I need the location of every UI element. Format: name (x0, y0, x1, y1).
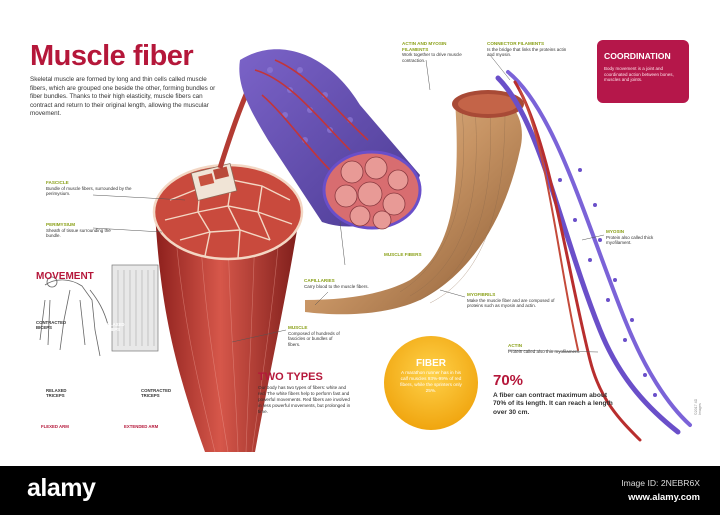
contracted-biceps-label: CONTRACTED BICEPS (36, 320, 67, 331)
label-connector-heading: CONNECTOR FILAMENTS (487, 41, 545, 46)
page-title: Muscle fiber (30, 40, 194, 72)
label-connector: CONNECTOR FILAMENTS Is the bridge that l… (487, 41, 571, 58)
fiber-callout-title: FIBER (416, 358, 446, 369)
percent-callout-title: 70% (493, 372, 524, 389)
coordination-box (597, 40, 689, 103)
watermark-logo: alamy (27, 474, 96, 502)
label-perimysium-heading: PERIMYSIUM (46, 222, 76, 227)
label-myofibrils-text: Make the muscle fiber and are composed o… (467, 297, 555, 309)
muscle-cone (155, 212, 300, 452)
label-perimysium: PERIMYSIUM Sheath of tissue surrounding … (46, 222, 126, 239)
label-actin-myosin-heading: ACTIN AND MYOSIN FILAMENTS (402, 41, 447, 52)
label-connector-text: Is the bridge that links the proteins ac… (487, 46, 567, 58)
infographic-poster: Muscle fiber Skeletal muscle are formed … (30, 40, 702, 453)
label-myofibrils-heading: MYOFIBRILS (467, 292, 496, 297)
coordination-title: COORDINATION (604, 51, 671, 61)
label-actin-myosin-text: Work together to drive muscle contractio… (402, 52, 462, 63)
arm-skeleton-sketch (39, 276, 109, 357)
label-perimysium-text: Sheath of tissue surrounding the bundle. (46, 227, 111, 239)
coordination-text: Body movement is a joint and coordinated… (604, 66, 674, 83)
muscle-anatomy-illustration (39, 49, 692, 453)
fiber-callout-text: A marathon runner has in his calf muscle… (400, 370, 462, 393)
label-myosin-text: Protein also called thick myofilament. (606, 234, 654, 246)
label-muscle-text: Composed of hundreds of fascicles or bun… (288, 330, 340, 348)
label-myosin: MYOSIN Protein also called thick myofila… (606, 229, 668, 246)
label-myosin-heading: MYOSIN (606, 229, 625, 234)
label-capillaries-heading: CAPILLARIES (304, 278, 335, 283)
label-actin-myosin: ACTIN AND MYOSIN FILAMENTS Work together… (402, 41, 470, 64)
relaxed-biceps-label: RELAXED BICEPS (104, 322, 125, 333)
extended-arm-label: EXTENDED ARM (124, 424, 159, 429)
intro-text: Skeletal muscle are formed by long and t… (30, 76, 216, 118)
two-types-title: TWO TYPES (258, 371, 323, 383)
label-capillaries: CAPILLARIES Carry blood to the muscle fi… (304, 278, 376, 289)
label-myofibrils: MYOFIBRILS Make the muscle fiber and are… (467, 292, 557, 309)
label-actin-heading: ACTIN (508, 343, 523, 348)
watermark-bar (0, 466, 720, 515)
contracted-triceps-label: CONTRACTED TRICEPS (141, 388, 172, 399)
fiber-callout-circle (384, 336, 478, 430)
muscle-fiber-tube (305, 93, 522, 315)
label-muscle-fibers: MUSCLE FIBERS (384, 252, 424, 258)
label-actin: ACTIN Protein called also thin myofilame… (508, 343, 594, 354)
arm-muscle-sketch (111, 264, 159, 352)
label-muscle-fibers-heading: MUSCLE FIBERS (384, 252, 422, 257)
label-fascicle-text: Bundle of muscle fibers, surrounded by t… (46, 185, 132, 197)
label-muscle: MUSCLE Composed of hundreds of fascicles… (288, 325, 340, 348)
label-fascicle: FASCICLE Bundle of muscle fibers, surrou… (46, 180, 138, 197)
relaxed-triceps-label: RELAXED TRICEPS (46, 388, 67, 399)
site-url[interactable]: www.alamy.com (628, 491, 700, 502)
label-fascicle-heading: FASCICLE (46, 180, 69, 185)
percent-callout-text: A fiber can contract maximum about 70% o… (493, 392, 613, 416)
two-types-text: Our body has two types of fibers: white … (258, 385, 351, 414)
image-id: Image ID: 2NEBR6X (621, 478, 700, 488)
image-credit: ©2017 4D Images (694, 398, 702, 415)
label-muscle-heading: MUSCLE (288, 325, 308, 330)
myofibril-strands (495, 70, 692, 442)
label-capillaries-text: Carry blood to the muscle fibers. (304, 283, 369, 289)
movement-title: MOVEMENT (36, 271, 94, 282)
flexed-arm-label: FLEXED ARM (41, 424, 69, 429)
label-actin-text: Protein called also thin myofilament. (508, 348, 581, 354)
